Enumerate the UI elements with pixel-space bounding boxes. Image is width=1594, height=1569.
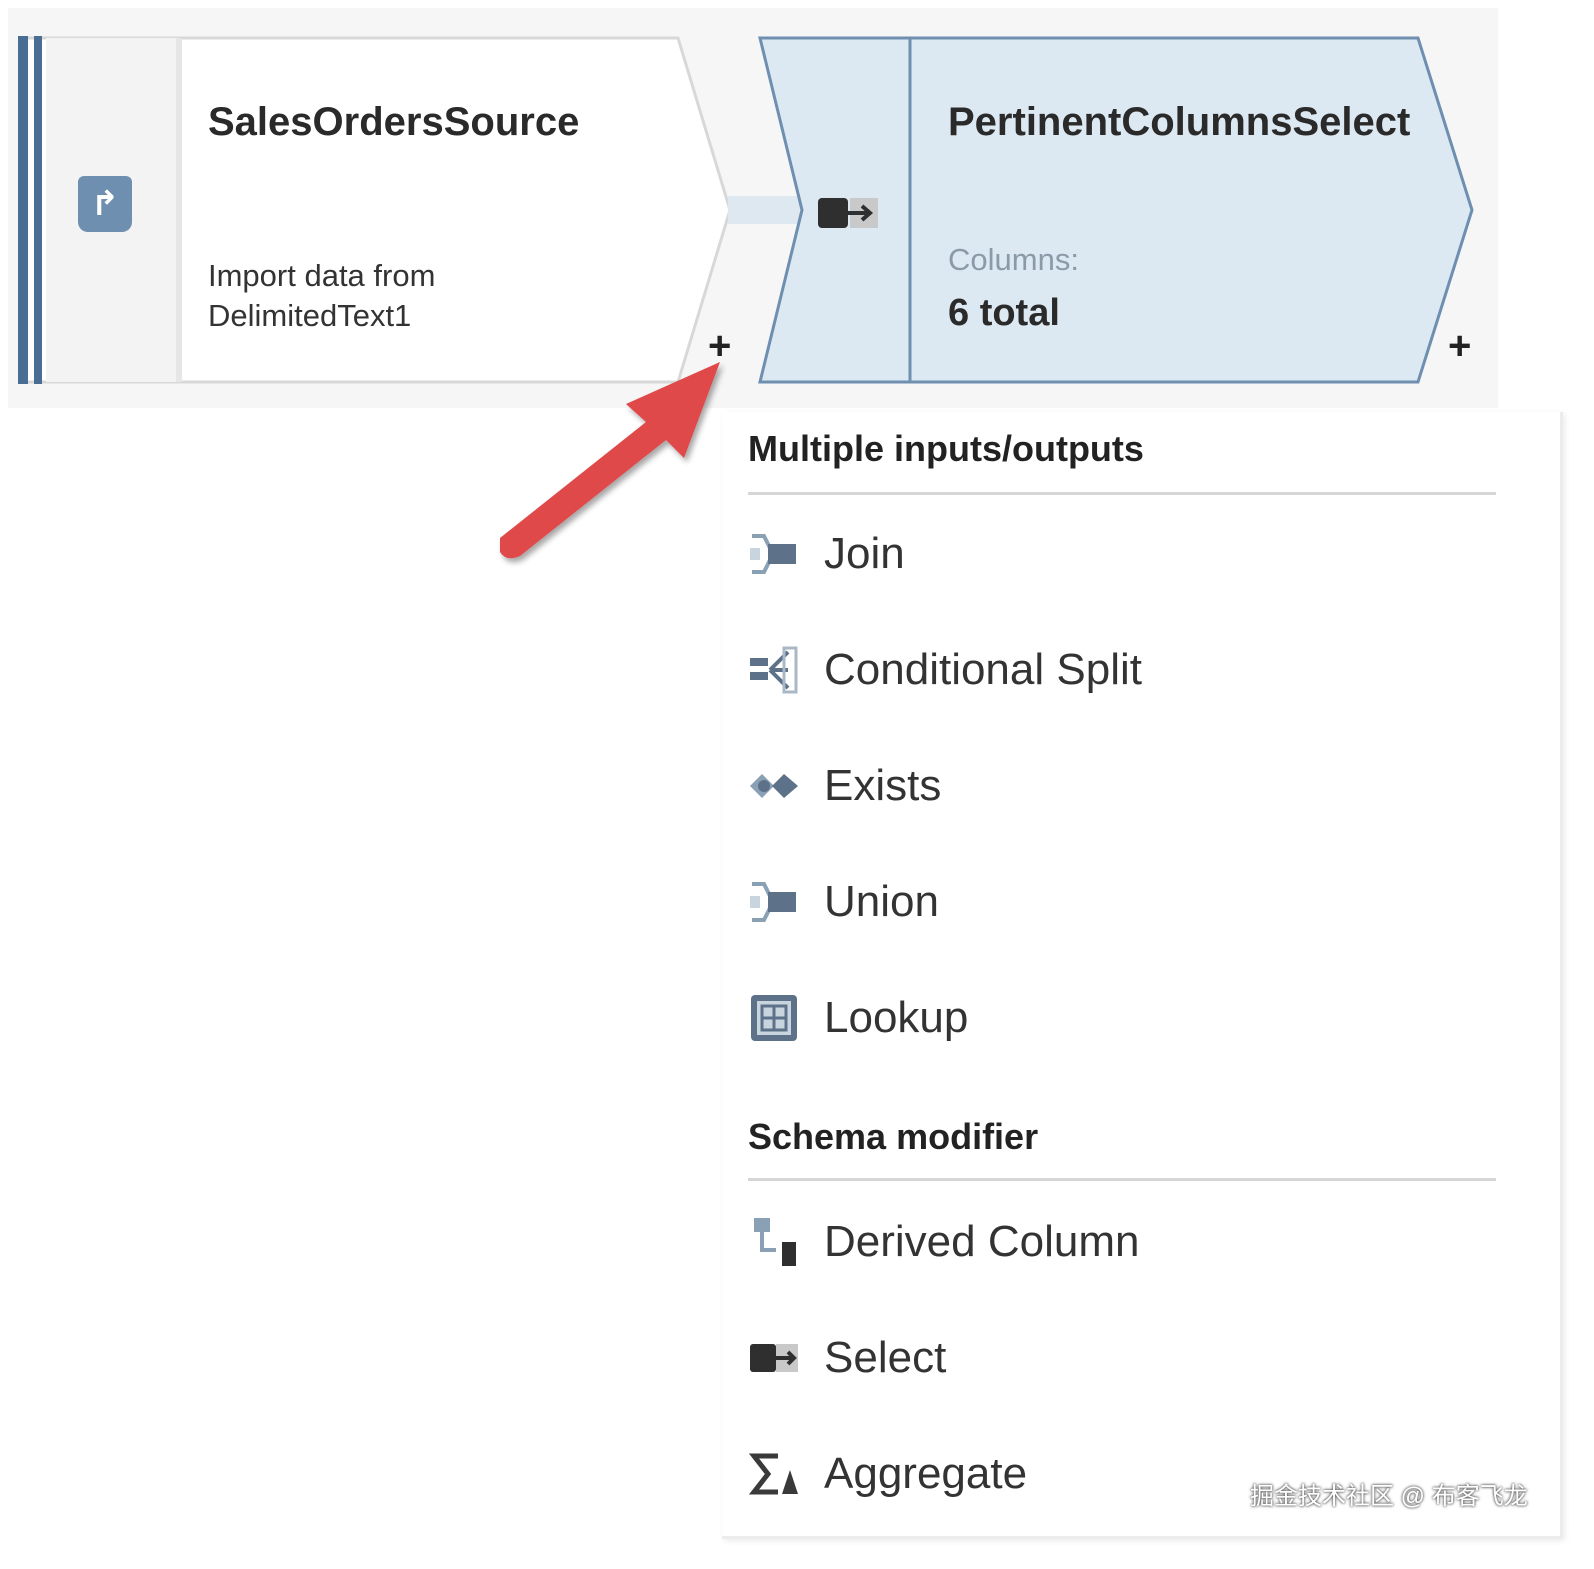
lookup-icon: [748, 992, 800, 1044]
menu-item-lookup[interactable]: Lookup: [748, 978, 1508, 1058]
aggregate-icon: [748, 1448, 800, 1500]
menu-item-label: Union: [824, 877, 939, 926]
select-node-columns-label: Columns:: [948, 242, 1079, 277]
source-node-title: SalesOrdersSource: [208, 100, 580, 144]
section-divider: [748, 1178, 1496, 1181]
select-node-columns-total: 6 total: [948, 292, 1060, 334]
add-transformation-menu: Multiple inputs/outputs Join Conditional…: [722, 412, 1563, 1539]
menu-item-label: Select: [824, 1333, 947, 1382]
menu-item-aggregate[interactable]: Aggregate: [748, 1434, 1508, 1514]
node-connector: [728, 196, 808, 224]
watermark: 掘金技术社区 @ 布客飞龙: [1250, 1483, 1528, 1510]
menu-item-join[interactable]: Join: [748, 514, 1508, 594]
annotation-arrow-icon: [500, 362, 720, 559]
source-icon: ↱: [78, 176, 132, 232]
section-header-multiple-inputs-outputs: Multiple inputs/outputs: [748, 428, 1144, 469]
exists-icon: [748, 760, 800, 812]
menu-item-label: Exists: [824, 761, 942, 810]
join-icon: [748, 528, 800, 580]
menu-item-label: Conditional Split: [824, 645, 1142, 694]
select-transform-icon: [818, 198, 878, 228]
select-node-title: PertinentColumnsSelect: [948, 100, 1411, 144]
menu-item-label: Lookup: [824, 993, 969, 1042]
select-icon: [748, 1332, 800, 1384]
menu-item-label: Join: [824, 529, 905, 578]
source-node-accent-bar-inner: [34, 36, 42, 384]
menu-item-label: Aggregate: [824, 1449, 1028, 1498]
select-node-pertinentcolumnsselect[interactable]: PertinentColumnsSelect Columns: 6 total …: [758, 36, 1478, 384]
section-header-schema-modifier: Schema modifier: [748, 1116, 1039, 1157]
derived-column-icon: [748, 1216, 800, 1268]
menu-item-conditional-split[interactable]: Conditional Split: [748, 630, 1508, 710]
source-node-salesorderssource[interactable]: ↱ SalesOrdersSource Import data from Del…: [18, 36, 738, 384]
add-transformation-button[interactable]: +: [708, 324, 732, 368]
union-icon: [748, 876, 800, 928]
source-node-description: Import data from DelimitedText1: [208, 258, 436, 333]
source-node-shape: [18, 36, 732, 384]
source-node-accent-bar: [18, 36, 28, 384]
menu-item-union[interactable]: Union: [748, 862, 1508, 942]
menu-item-select[interactable]: Select: [748, 1318, 1508, 1398]
menu-item-derived-column[interactable]: Derived Column: [748, 1202, 1508, 1282]
conditional-split-icon: [748, 644, 800, 696]
section-divider: [748, 492, 1496, 495]
add-transformation-button-select[interactable]: +: [1448, 324, 1472, 368]
select-node-shape: [758, 36, 1474, 384]
menu-item-label: Derived Column: [824, 1217, 1140, 1266]
menu-item-exists[interactable]: Exists: [748, 746, 1508, 826]
